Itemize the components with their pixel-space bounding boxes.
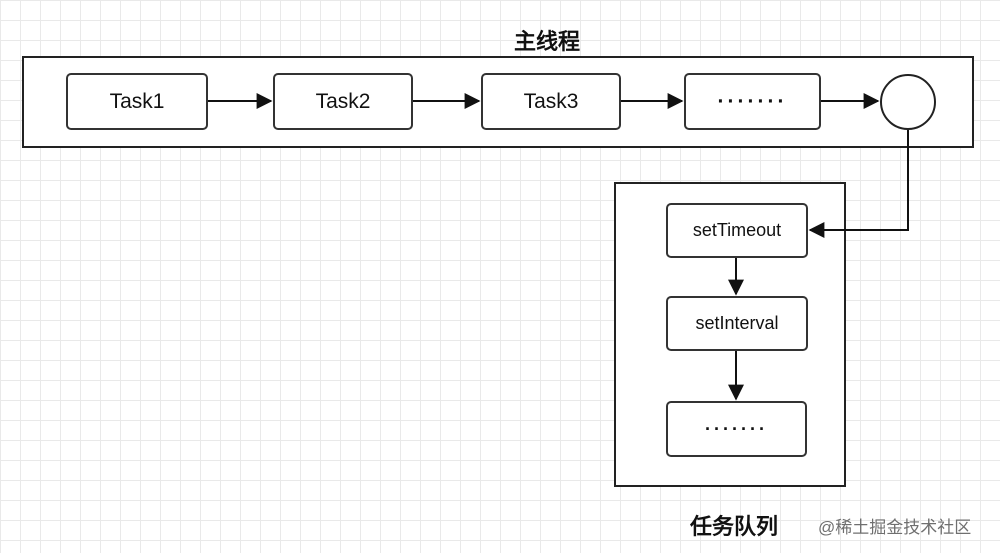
task-node-2: Task2: [273, 73, 413, 130]
queue-item-setinterval: setInterval: [666, 296, 808, 351]
task-queue-title: 任务队列: [690, 514, 779, 539]
event-loop-circle: [880, 74, 936, 130]
task-node-1: Task1: [66, 73, 208, 130]
task-node-3: Task3: [481, 73, 621, 130]
main-thread-title: 主线程: [514, 29, 581, 54]
arrow-circle-to-settimeout: [808, 130, 909, 238]
queue-item-ellipsis: ·······: [666, 401, 807, 457]
queue-item-settimeout: setTimeout: [666, 203, 808, 258]
task-node-ellipsis: ·······: [684, 73, 821, 130]
watermark: @稀土掘金技术社区: [818, 518, 972, 537]
